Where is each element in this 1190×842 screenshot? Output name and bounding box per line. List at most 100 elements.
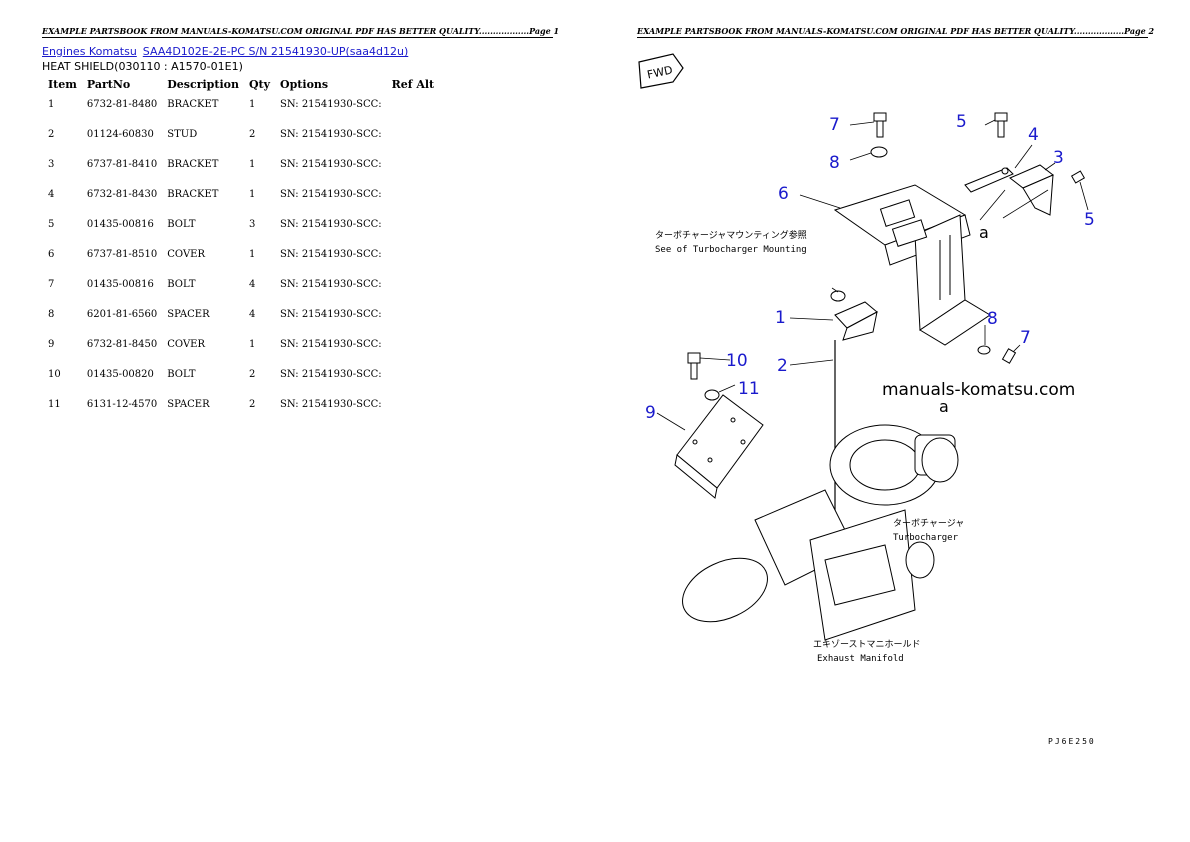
col-header-qty: Qty [248, 78, 271, 91]
cell-refalt [386, 215, 439, 245]
cell-item: 7 [48, 279, 55, 290]
cell-partno: 6737-81-8410 [86, 159, 158, 170]
cell-refalt [386, 155, 439, 185]
table-header-row: Item PartNo Description Qty Options Ref … [42, 76, 438, 95]
cell-item: 10 [48, 369, 61, 380]
callout-6: 6 [778, 184, 789, 204]
cell-description: COVER [167, 249, 205, 260]
cell-description: SPACER [167, 309, 210, 320]
callout-8-right: 8 [987, 309, 998, 329]
parts-list-page: EXAMPLE PARTSBOOK FROM MANUALS-KOMATSU.C… [42, 26, 560, 425]
drawing-code: PJ6E250 [1048, 737, 1096, 746]
cell-item: 1 [48, 99, 55, 110]
cover-part-6 [833, 184, 991, 346]
watermark-text: manuals-komatsu.com [882, 380, 1075, 400]
cell-item: 9 [48, 339, 55, 350]
cell-qty: 1 [248, 249, 256, 260]
bolt-part-10 [687, 352, 701, 380]
fwd-arrow-icon: FWD [638, 53, 684, 89]
cell-item: 8 [48, 309, 55, 320]
breadcrumb-link-engines[interactable]: Engines Komatsu [42, 45, 137, 58]
note-english: See of Turbocharger Mounting [655, 245, 807, 255]
cell-qty: 1 [248, 159, 256, 170]
leader-lines [656, 119, 1089, 431]
exhaust-label-english: Exhaust Manifold [817, 654, 904, 664]
cell-item: 5 [48, 219, 55, 230]
turbo-label-english: Turbocharger [893, 533, 959, 543]
nut-part [830, 290, 846, 302]
cell-partno: 6131-12-4570 [86, 399, 158, 410]
col-header-item: Item [48, 78, 77, 91]
cell-options: SN: 21541930-SCC: [280, 279, 382, 290]
exploded-parts-diagram: FWD [638, 53, 1095, 664]
cell-partno: 6201-81-6560 [86, 309, 158, 320]
cell-options: SN: 21541930-SCC: [280, 189, 382, 200]
cell-partno: 01435-00816 [86, 219, 154, 230]
cell-options: SN: 21541930-SCC: [280, 399, 382, 410]
callout-7-right: 7 [1020, 328, 1031, 348]
cell-description: BOLT [167, 279, 196, 290]
spacer-part-11 [704, 389, 720, 401]
cell-description: BOLT [167, 369, 196, 380]
cell-description: BOLT [167, 219, 196, 230]
cell-refalt [386, 335, 439, 365]
bolt-part-5-top [994, 112, 1008, 138]
cell-refalt [386, 125, 439, 155]
cell-qty: 2 [248, 369, 256, 380]
cell-refalt [386, 305, 439, 335]
cell-refalt [386, 395, 439, 425]
callout-2: 2 [777, 356, 788, 376]
bracket-part-3 [1009, 164, 1054, 216]
section-title: HEAT SHIELD(030110 : A1570-01E1) [42, 60, 243, 73]
cell-refalt [386, 95, 439, 125]
breadcrumb: Engines Komatsu SAA4D102E-2E-PC S/N 21541… [42, 45, 408, 58]
cell-options: SN: 21541930-SCC: [280, 129, 382, 140]
bracket-part-1 [834, 301, 878, 341]
cell-partno: 6732-81-8450 [86, 339, 158, 350]
callout-1: 1 [775, 308, 786, 328]
breadcrumb-link-model[interactable]: SAA4D102E-2E-PC S/N 21541930-UP(saa4d12u… [142, 45, 409, 58]
cell-qty: 1 [248, 189, 256, 200]
callout-10: 10 [726, 351, 748, 371]
col-header-options: Options [280, 78, 329, 91]
cell-options: SN: 21541930-SCC: [280, 309, 382, 320]
cell-qty: 4 [248, 279, 256, 290]
bolt-part-7-top [873, 112, 887, 138]
cell-partno: 6732-81-8430 [86, 189, 158, 200]
cell-options: SN: 21541930-SCC: [280, 249, 382, 260]
page-banner: EXAMPLE PARTSBOOK FROM MANUALS-KOMATSU.C… [42, 26, 560, 38]
callout-4: 4 [1028, 125, 1039, 145]
cell-options: SN: 21541930-SCC: [280, 339, 382, 350]
cell-item: 2 [48, 129, 55, 140]
cell-refalt [386, 275, 439, 305]
cell-partno: 01435-00820 [86, 369, 154, 380]
spacer-part-8-top [870, 146, 888, 158]
turbocharger-assembly [682, 424, 959, 641]
col-header-refalt: Ref Alt [391, 78, 435, 91]
cell-item: 6 [48, 249, 55, 260]
cover-part-9 [674, 394, 764, 499]
table-row: 8 6201-81-6560 SPACER 4 SN: 21541930-SCC: [42, 305, 438, 335]
col-header-partno: PartNo [86, 78, 131, 91]
col-header-description: Description [167, 78, 239, 91]
cell-refalt [386, 365, 439, 395]
cell-description: BRACKET [167, 99, 219, 110]
cell-partno: 6732-81-8480 [86, 99, 158, 110]
spacer-part-8-right [977, 345, 991, 355]
cell-qty: 1 [248, 99, 256, 110]
cell-description: BRACKET [167, 189, 219, 200]
ref-letter-a-bottom: a [939, 397, 949, 416]
cell-item: 3 [48, 159, 55, 170]
callout-11: 11 [738, 379, 760, 399]
cell-qty: 4 [248, 309, 256, 320]
cell-description: STUD [167, 129, 198, 140]
callout-5-right: 5 [1084, 210, 1095, 230]
